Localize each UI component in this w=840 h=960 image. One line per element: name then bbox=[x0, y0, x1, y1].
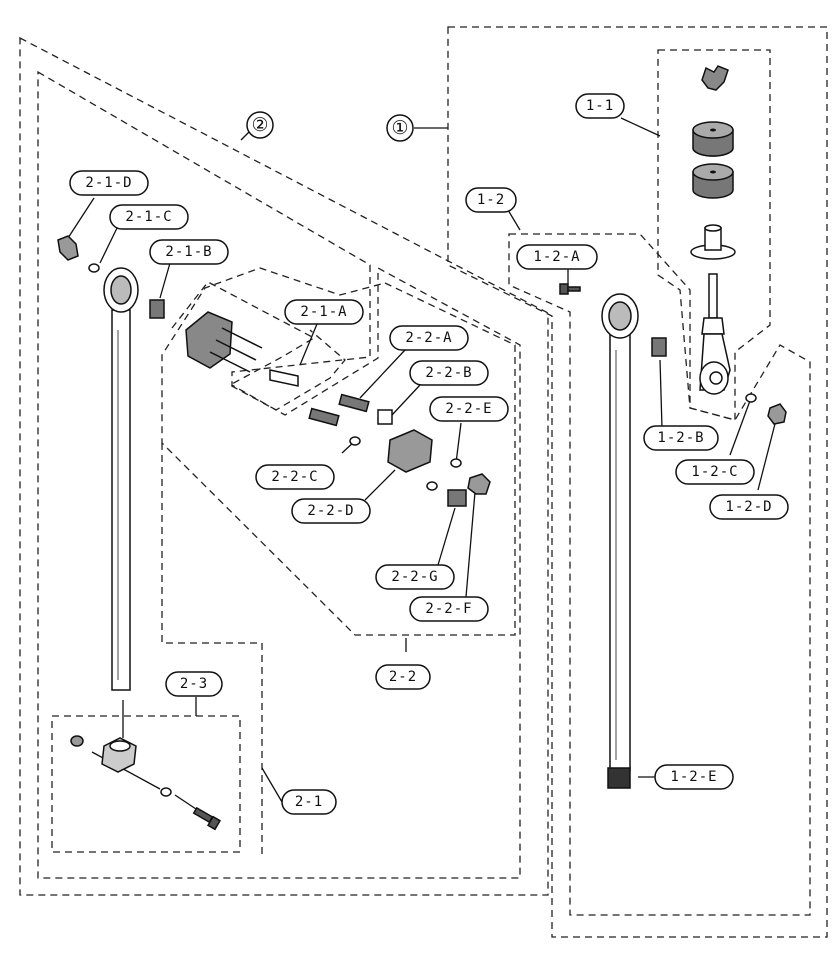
part-2-1-a-bracket bbox=[185, 311, 299, 387]
part-2-3-clamp bbox=[101, 737, 137, 773]
svg-text:2-1-B: 2-1-B bbox=[165, 244, 212, 260]
svg-text:2-1: 2-1 bbox=[295, 794, 323, 810]
tag-2-2-g: 2-2-G bbox=[375, 564, 455, 590]
tag-2-1-d: 2-1-D bbox=[69, 170, 149, 196]
group-boundaries bbox=[19, 26, 828, 938]
tag-1-1: 1-1 bbox=[575, 93, 625, 119]
tag-2-1-c: 2-1-C bbox=[109, 204, 189, 230]
part-2-2-d-block bbox=[387, 429, 433, 473]
assembly-1-2-boundary bbox=[508, 233, 811, 916]
assembly-number-2-text: ② bbox=[251, 114, 268, 136]
part-2-2-f-wing-nut bbox=[467, 473, 491, 495]
tag-1-2-c: 1-2-C bbox=[675, 459, 755, 485]
svg-text:1-2-E: 1-2-E bbox=[670, 769, 717, 785]
part-2-2-c-washer bbox=[349, 436, 361, 446]
assembly-2-2-boundary bbox=[161, 267, 516, 636]
part-1-2-a-screw bbox=[559, 283, 581, 295]
svg-text:1-2-B: 1-2-B bbox=[657, 430, 704, 446]
tag-2-2: 2-2 bbox=[375, 664, 431, 690]
svg-text:1-2: 1-2 bbox=[477, 192, 505, 208]
svg-text:2-1-C: 2-1-C bbox=[125, 209, 172, 225]
svg-text:1-2-A: 1-2-A bbox=[533, 249, 580, 265]
assembly-number-1: ① bbox=[386, 114, 414, 142]
svg-text:2-2-B: 2-2-B bbox=[425, 365, 472, 381]
svg-text:1-2-D: 1-2-D bbox=[725, 499, 772, 515]
part-1-1-spool-pin bbox=[690, 224, 736, 260]
tag-2-2-e: 2-2-E bbox=[429, 396, 509, 422]
tag-2-2-a: 2-2-A bbox=[389, 325, 469, 351]
tag-2-1-b: 2-1-B bbox=[149, 239, 229, 265]
part-2-3-washer bbox=[160, 787, 172, 797]
tag-2-2-c: 2-2-C bbox=[255, 464, 335, 490]
part-1-1-felt-upper bbox=[692, 121, 734, 157]
part-1-2-c-washer bbox=[745, 393, 757, 403]
part-2-2-g-knob bbox=[447, 489, 467, 507]
svg-text:2-2-A: 2-2-A bbox=[405, 330, 452, 346]
part-1-1-holder-rod bbox=[699, 273, 731, 395]
part-2-2-a-spring bbox=[338, 393, 370, 413]
svg-text:1-1: 1-1 bbox=[586, 98, 614, 114]
part-1-2-b-spring bbox=[651, 337, 667, 357]
svg-text:2-1-D: 2-1-D bbox=[85, 175, 132, 191]
assembly-number-1-text: ① bbox=[391, 117, 408, 139]
tag-1-2-a: 1-2-A bbox=[516, 244, 598, 270]
part-2-2-e-washer bbox=[450, 458, 462, 468]
leader-lines bbox=[67, 117, 777, 818]
svg-text:1-2-C: 1-2-C bbox=[691, 464, 738, 480]
tag-2-2-d: 2-2-D bbox=[291, 498, 371, 524]
svg-text:2-3: 2-3 bbox=[180, 676, 208, 692]
part-2-1-c-washer bbox=[88, 263, 100, 273]
tag-1-2: 1-2 bbox=[465, 187, 517, 213]
tag-2-3: 2-3 bbox=[165, 671, 223, 697]
part-2-1-b-spring bbox=[149, 299, 165, 319]
tag-1-2-e: 1-2-E bbox=[654, 764, 734, 790]
part-1-1-felt-lower bbox=[692, 163, 734, 199]
part-2-2-b-spacer bbox=[377, 409, 393, 425]
part-1-2-d-wing-nut bbox=[767, 403, 787, 425]
svg-text:2-2-G: 2-2-G bbox=[391, 569, 438, 585]
tag-2-2-b: 2-2-B bbox=[409, 360, 489, 386]
svg-text:2-2-F: 2-2-F bbox=[425, 601, 472, 617]
tag-2-1-a: 2-1-A bbox=[284, 299, 364, 325]
svg-text:2-2: 2-2 bbox=[389, 669, 417, 685]
svg-text:2-2-D: 2-2-D bbox=[307, 503, 354, 519]
assembly-2-3-boundary bbox=[51, 715, 241, 853]
assembly-2-outer-boundary bbox=[19, 36, 549, 896]
tag-2-1: 2-1 bbox=[281, 789, 337, 815]
part-2-1-d-wing-nut bbox=[57, 235, 79, 261]
part-2-2-washer-2 bbox=[426, 481, 438, 491]
assembly-1-outer-boundary bbox=[447, 26, 828, 938]
label-tags: 1-1 1-2 1-2-A 1-2-B 1-2-C 1-2-D 1-2-E bbox=[69, 93, 789, 815]
part-2-3-screw bbox=[192, 806, 221, 831]
svg-text:2-2-C: 2-2-C bbox=[271, 469, 318, 485]
part-2-1-rod bbox=[103, 267, 139, 691]
part-2-2-spring-2 bbox=[308, 407, 340, 427]
part-2-1-a-boundary bbox=[171, 281, 346, 411]
parts bbox=[57, 65, 787, 831]
assembly-2-2-lower-boundary bbox=[161, 443, 263, 855]
tag-1-2-b: 1-2-B bbox=[643, 425, 719, 451]
part-1-1-wing-nut bbox=[701, 65, 729, 91]
assembly-2-1-boundary bbox=[37, 70, 521, 879]
part-2-3-nut bbox=[70, 735, 84, 747]
assembly-number-2: ② bbox=[246, 111, 274, 139]
part-1-2-rod bbox=[601, 293, 639, 789]
svg-text:2-2-E: 2-2-E bbox=[445, 401, 492, 417]
svg-text:2-1-A: 2-1-A bbox=[300, 304, 347, 320]
tag-1-2-d: 1-2-D bbox=[709, 494, 789, 520]
tag-2-2-f: 2-2-F bbox=[409, 596, 489, 622]
